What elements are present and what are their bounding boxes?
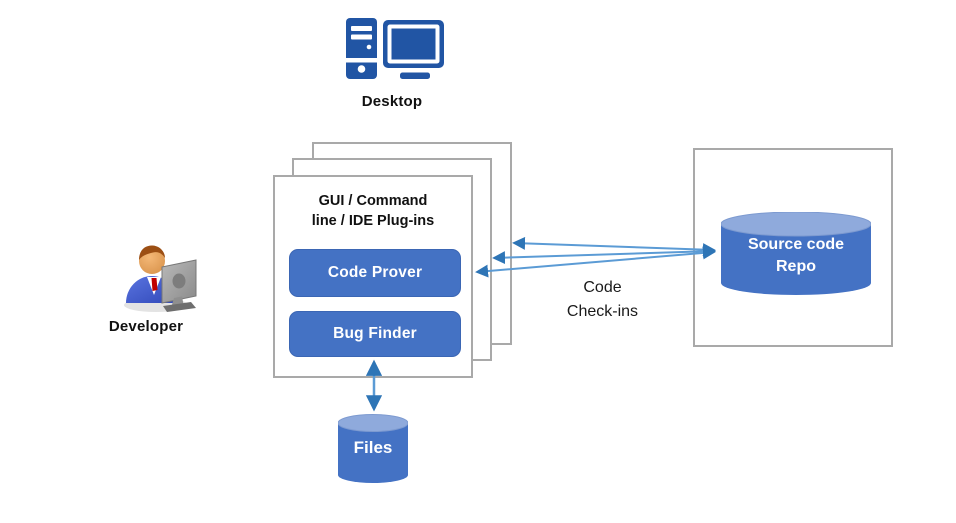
developer-label: Developer <box>108 318 184 335</box>
bug-finder-button: Bug Finder <box>289 311 461 357</box>
code-checkins-label: Code Check-ins <box>550 276 655 324</box>
source-repo-label-line1: Source code <box>747 236 845 253</box>
code-prover-button: Code Prover <box>289 249 461 297</box>
files-label: Files <box>353 438 393 457</box>
desktop-computer-icon <box>346 18 444 79</box>
code-checkins-label-line2: Check-ins <box>566 303 639 320</box>
person-at-computer-icon <box>124 245 197 312</box>
files-cylinder <box>338 414 408 483</box>
source-repo-label: Source code Repo <box>721 234 871 278</box>
client-stack-title: GUI / Command line / IDE Plug-ins <box>275 191 471 231</box>
source-repo-label-line2: Repo <box>776 258 816 275</box>
arrow-repo-to-front-panel <box>475 246 716 278</box>
client-stack-title-line1: GUI / Command <box>318 193 428 209</box>
client-stack-title-line2: line / IDE Plug-ins <box>311 213 435 229</box>
arrow-repo-to-middle-panel <box>492 244 716 265</box>
code-checkins-label-line1: Code <box>583 279 622 296</box>
arrow-repo-to-back-panel <box>512 236 716 257</box>
source-repo-cylinder <box>721 212 871 295</box>
desktop-label: Desktop <box>361 93 423 110</box>
client-stack-layer-front: GUI / Command line / IDE Plug-ins Code P… <box>273 175 473 378</box>
